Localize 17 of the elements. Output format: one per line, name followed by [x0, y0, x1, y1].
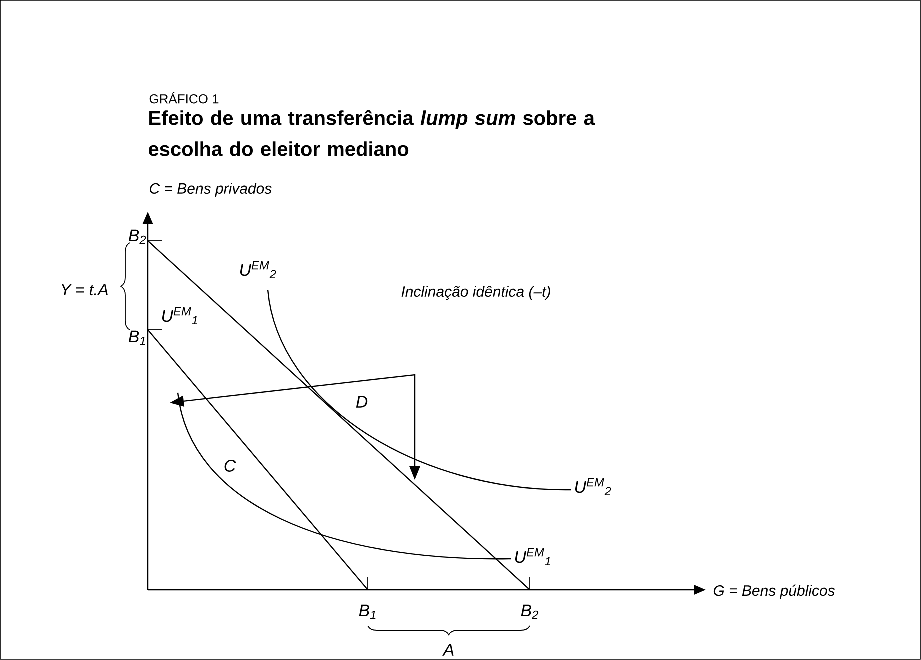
point-label: D [356, 396, 368, 408]
chart-title: Efeito de uma transferência lump sum sobre a escolha do eleitor mediano [149, 110, 596, 156]
axis-label: G = Bens públicos [714, 584, 836, 600]
brace-label: Y = t.A [62, 284, 108, 296]
curve-label: U$^{EM}$1 [515, 548, 550, 566]
curve-label: U$^{EM}$2 [575, 478, 612, 496]
curve-label: U$^{EM}$1 [162, 307, 198, 325]
intercept-label: B$_{2}$ [521, 604, 539, 620]
intercept-label: B$_{1}$ [128, 330, 146, 346]
axis-label: C = Bens privados [150, 183, 272, 197]
figure-number: GRÁFICO 1 [150, 92, 219, 104]
point-label: C [224, 460, 236, 472]
intercept-label: B$_{1}$ [359, 604, 376, 620]
curve-label: U$^{EM}$2 [240, 261, 276, 279]
brace-label: A [442, 644, 454, 656]
intercept-label: B$_{2}$ [128, 230, 146, 244]
slope-note: Inclinação idêntica (–t) [402, 286, 550, 300]
